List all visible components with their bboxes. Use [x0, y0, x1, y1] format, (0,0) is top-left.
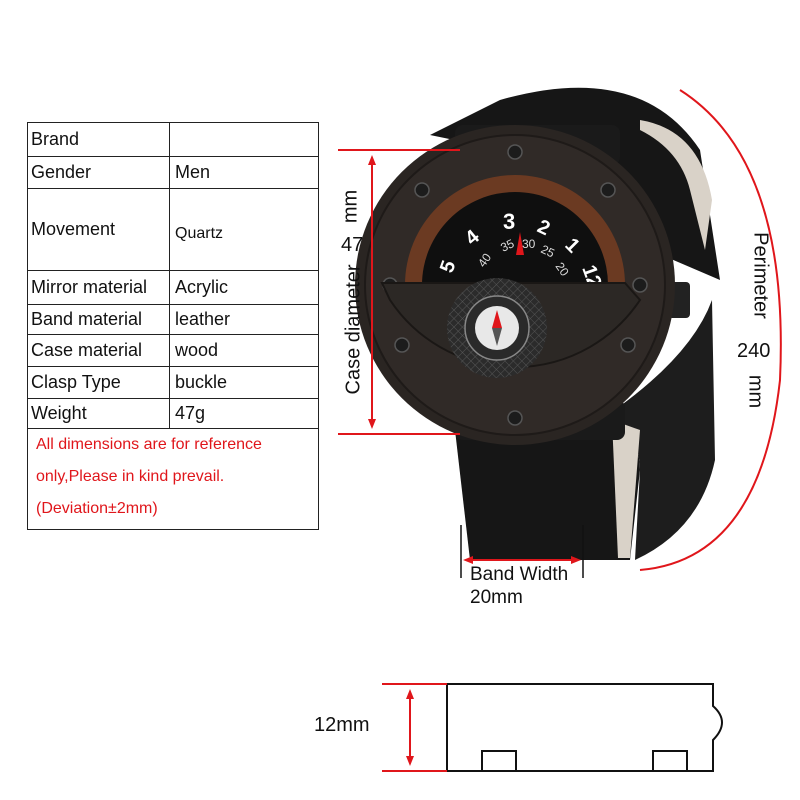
- band-width-dimension: [460, 525, 584, 578]
- note-line: only,Please in kind prevail.: [36, 468, 225, 485]
- note-line: All dimensions are for reference: [36, 436, 262, 453]
- case-diameter-dimension: [338, 149, 460, 435]
- spec-label: Brand: [28, 123, 170, 156]
- perimeter-unit: mm: [744, 374, 767, 409]
- spec-label: Clasp Type: [28, 367, 170, 398]
- dial-face: [422, 192, 608, 285]
- spec-row-clasp: Clasp Type buckle: [28, 367, 318, 399]
- perimeter-label: Perimeter: [749, 232, 772, 319]
- spec-label: Movement: [28, 189, 170, 270]
- band-width-label: Band Width: [470, 564, 569, 585]
- spec-row-brand: Brand: [28, 123, 318, 157]
- hour-3: 3: [503, 209, 515, 234]
- watch-strap-bottom: [455, 300, 715, 560]
- case-diameter-label: Case diameter: [342, 264, 365, 395]
- spec-row-movement: Movement Quartz: [28, 189, 318, 271]
- spec-row-mirror: Mirror material Acrylic: [28, 271, 318, 305]
- minute-35: 35: [498, 236, 516, 254]
- reference-notes: All dimensions are for reference only,Pl…: [36, 429, 314, 525]
- note-line: (Deviation±2mm): [36, 500, 158, 517]
- spec-value: Men: [175, 162, 211, 182]
- thickness-value: 12mm: [314, 714, 370, 736]
- spec-value: Quartz: [175, 224, 224, 242]
- spec-value: wood: [175, 340, 219, 360]
- spec-table: Brand Gender Men Movement Quartz Mirror …: [27, 122, 319, 530]
- spec-row-band: Band material leather: [28, 305, 318, 335]
- perimeter-arc: [639, 89, 782, 571]
- spec-row-weight: Weight 47g: [28, 399, 318, 429]
- spec-value: 47g: [175, 403, 206, 423]
- thickness-side-view: [382, 683, 723, 772]
- spec-label: Case material: [28, 335, 170, 366]
- spec-row-case: Case material wood: [28, 335, 318, 367]
- perimeter-value: 240: [737, 340, 771, 362]
- minute-30: 30: [522, 237, 536, 251]
- case-diameter-value: 47: [341, 234, 364, 256]
- case-screws: [382, 144, 648, 426]
- spec-value: Acrylic: [175, 277, 228, 297]
- spec-row-gender: Gender Men: [28, 157, 318, 189]
- spec-label: Gender: [28, 157, 170, 188]
- minute-25: 25: [539, 242, 557, 260]
- spec-value: buckle: [175, 372, 228, 392]
- spec-label: Band material: [28, 305, 170, 334]
- case-diameter-unit: mm: [339, 189, 362, 224]
- spec-value: leather: [175, 309, 231, 329]
- spec-label: Weight: [28, 399, 170, 428]
- spec-label: Mirror material: [28, 271, 170, 304]
- band-width-value: 20mm: [470, 587, 523, 608]
- dial-pointer: [516, 232, 524, 255]
